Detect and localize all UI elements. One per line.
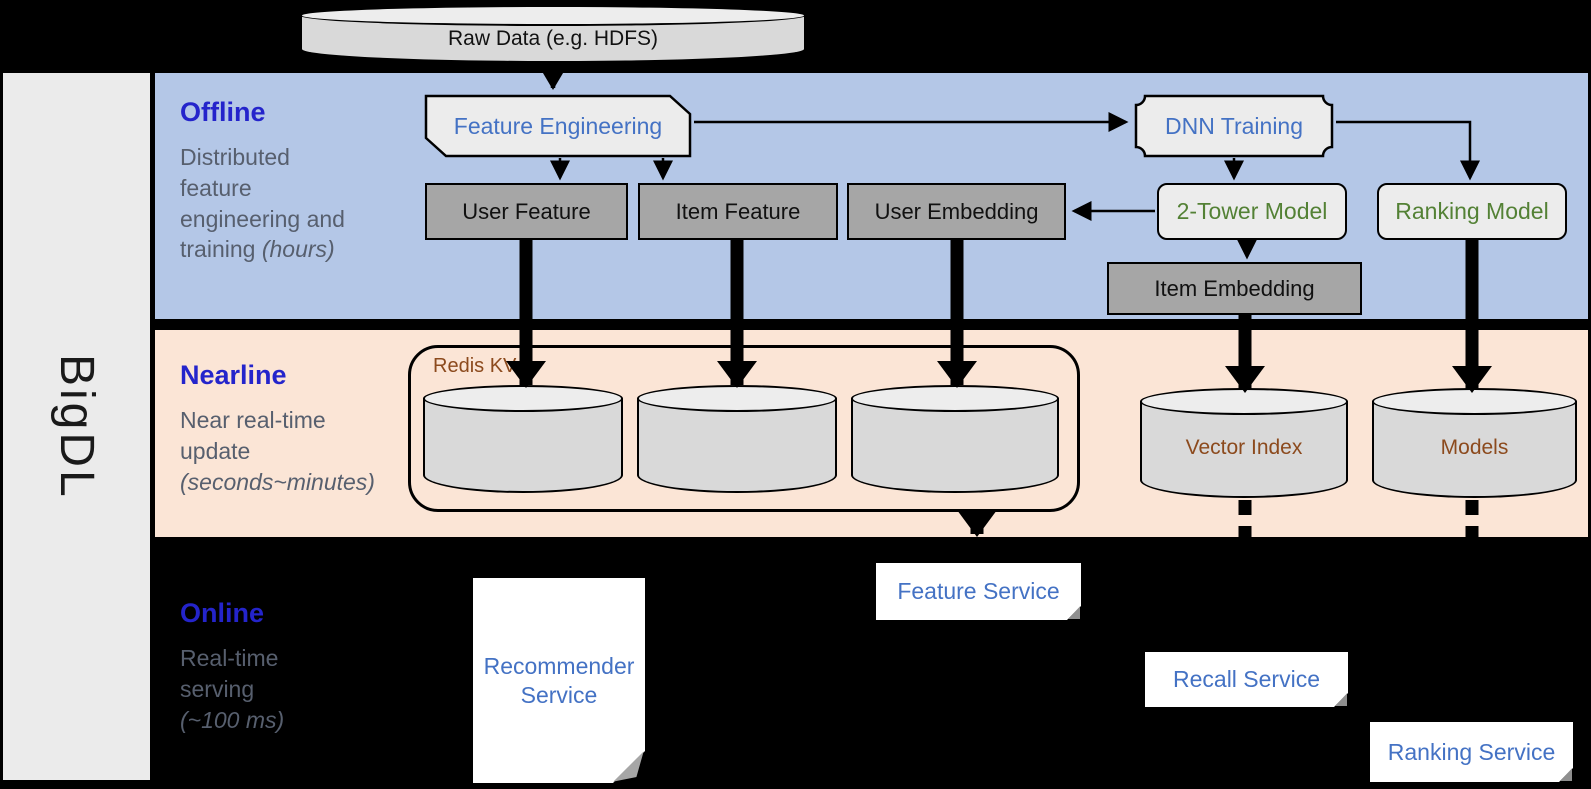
- item-embedding-label: Item Embedding: [1154, 275, 1315, 301]
- document-shape: [876, 563, 1081, 620]
- models-label: Models: [1440, 436, 1509, 460]
- ranking-model-label: Ranking Model: [1395, 198, 1549, 224]
- item-feature-label: Item Feature: [675, 198, 801, 224]
- feature-service-label: Feature Service: [897, 578, 1060, 605]
- nearline-description: Near real-time update (seconds~minutes): [180, 407, 375, 495]
- redis-shard-cylinder-2: [637, 385, 837, 493]
- offline-label: Offline: [180, 97, 266, 127]
- feature-engineering-label: Feature Engineering: [453, 112, 663, 139]
- ranking-model-box: Ranking Model: [1377, 183, 1567, 240]
- redis-shard-cylinder-1: [423, 385, 623, 493]
- offline-description: Distributed feature engineering and trai…: [180, 144, 345, 263]
- dnn-training-label: DNN Training: [1164, 112, 1304, 139]
- item-feature-box: Item Feature: [638, 183, 838, 240]
- redis-shard-cylinder-3: [851, 385, 1059, 493]
- vector-index-cylinder: Vector Index: [1140, 388, 1348, 498]
- user-embedding-label: User Embedding: [874, 198, 1039, 224]
- snipped-rect-shape: [424, 94, 692, 158]
- document-shape: [1145, 652, 1348, 707]
- feature-service-box: Feature Service: [876, 563, 1081, 620]
- user-feature-box: User Feature: [425, 183, 628, 240]
- bigdl-brand-bar: BigDL: [3, 73, 150, 780]
- models-cylinder: Models: [1372, 388, 1577, 498]
- user-embedding-box: User Embedding: [847, 183, 1066, 240]
- offline-section-heading: Offline Distributed feature engineering …: [180, 97, 385, 265]
- dnn-training-box: DNN Training: [1134, 94, 1334, 158]
- redis-kv-label: Redis KV: [433, 355, 517, 377]
- raw-data-label: Raw Data (e.g. HDFS): [447, 27, 659, 50]
- online-label: Online: [180, 598, 265, 628]
- plaque-shape: [1134, 94, 1334, 158]
- ranking-service-label: Ranking Service: [1387, 738, 1556, 765]
- nearline-section-heading: Nearline Near real-time update (seconds~…: [180, 360, 385, 497]
- vector-index-label: Vector Index: [1185, 436, 1303, 460]
- redis-kv-container: Redis KV: [408, 345, 1080, 512]
- recall-service-label: Recall Service: [1173, 666, 1320, 693]
- user-feature-label: User Feature: [462, 198, 591, 224]
- document-shape: [473, 578, 645, 783]
- item-embedding-box: Item Embedding: [1107, 262, 1362, 315]
- two-tower-model-box: 2-Tower Model: [1157, 183, 1347, 240]
- raw-data-cylinder: Raw Data (e.g. HDFS): [300, 5, 806, 63]
- two-tower-model-label: 2-Tower Model: [1176, 198, 1328, 224]
- online-section-heading: Online Real-time serving (~100 ms): [180, 598, 385, 735]
- recall-service-box: Recall Service: [1145, 652, 1348, 707]
- online-description: Real-time serving (~100 ms): [180, 645, 285, 733]
- recommender-service-doc: Recommender Service: [473, 578, 645, 783]
- recommender-service-label: Recommender Service: [483, 652, 635, 708]
- ranking-service-box: Ranking Service: [1370, 722, 1573, 782]
- document-shape: [1370, 722, 1573, 782]
- nearline-label: Nearline: [180, 360, 287, 390]
- feature-engineering-box: Feature Engineering: [424, 94, 692, 158]
- brand-title: BigDL: [50, 353, 103, 500]
